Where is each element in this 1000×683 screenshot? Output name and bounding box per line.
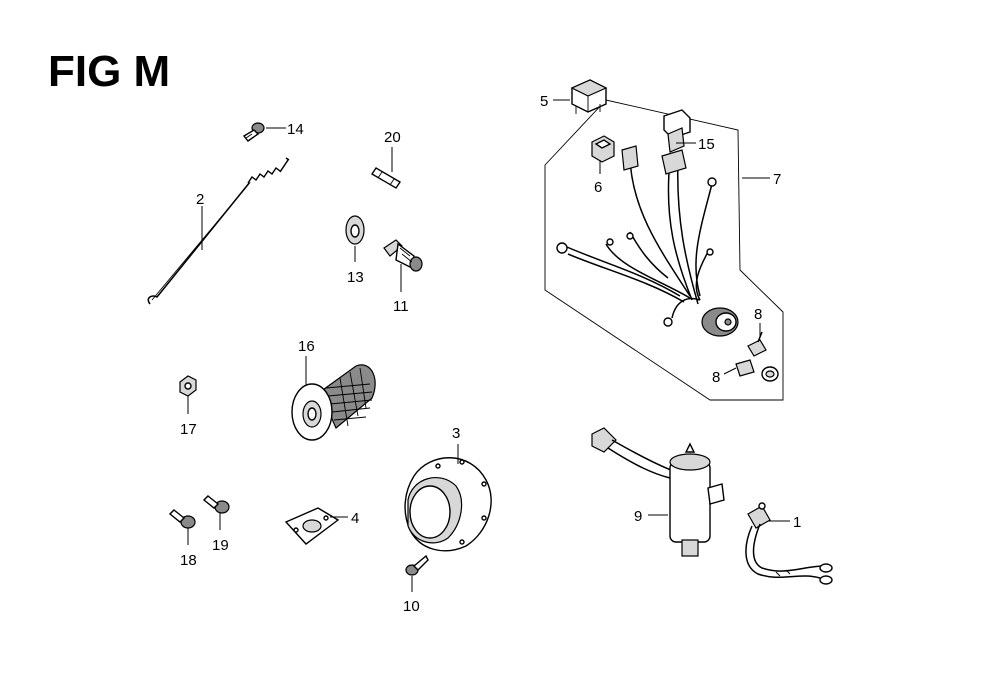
part-17-nut[interactable]: [179, 375, 197, 397]
part-18-bolt[interactable]: [168, 509, 196, 529]
part-20-pin[interactable]: [371, 167, 401, 189]
callout-20[interactable]: 20: [384, 129, 401, 146]
part-13-washer[interactable]: [345, 215, 365, 245]
callout-16[interactable]: 16: [298, 338, 315, 355]
part-6-connector[interactable]: [591, 135, 615, 163]
callout-5[interactable]: 5: [540, 93, 548, 110]
callout-15[interactable]: 15: [698, 136, 715, 153]
part-9-solenoid[interactable]: [591, 427, 725, 557]
callout-3[interactable]: 3: [452, 425, 460, 442]
callout-9[interactable]: 9: [634, 508, 642, 525]
part-2-rod[interactable]: [147, 157, 290, 305]
callout-4[interactable]: 4: [351, 510, 359, 527]
part-8-key-a[interactable]: [747, 331, 767, 357]
callout-8b[interactable]: 8: [712, 369, 720, 386]
part-1-sensor[interactable]: [745, 502, 833, 585]
part-4-gasket[interactable]: [284, 507, 340, 545]
callout-18[interactable]: 18: [180, 552, 197, 569]
callout-14[interactable]: 14: [287, 121, 304, 138]
part-7-wiring-harness[interactable]: [556, 145, 739, 337]
part-15-fuse-holder[interactable]: [663, 109, 691, 153]
callout-10[interactable]: 10: [403, 598, 420, 615]
callout-6[interactable]: 6: [594, 179, 602, 196]
callout-17[interactable]: 17: [180, 421, 197, 438]
callout-11[interactable]: 11: [393, 298, 409, 315]
part-14-bolt[interactable]: [242, 122, 265, 142]
figure-title: FIG M: [48, 47, 170, 96]
part-11-fitting[interactable]: [383, 239, 423, 272]
part-19-bolt[interactable]: [202, 495, 230, 514]
callout-19[interactable]: 19: [212, 537, 229, 554]
callout-2[interactable]: 2: [196, 191, 204, 208]
callout-8a[interactable]: 8: [754, 306, 762, 323]
part-7-harness-outline: [544, 99, 784, 401]
part-16-grip[interactable]: [291, 364, 376, 441]
part-10-screw[interactable]: [405, 554, 429, 576]
callout-13[interactable]: 13: [347, 269, 364, 286]
callout-7[interactable]: 7: [773, 171, 781, 188]
callout-1[interactable]: 1: [793, 514, 801, 531]
part-5-relay[interactable]: [570, 79, 608, 114]
part-3-cover[interactable]: [404, 457, 492, 552]
leader-8b: [723, 367, 737, 375]
part-8-key-b[interactable]: [735, 359, 779, 382]
